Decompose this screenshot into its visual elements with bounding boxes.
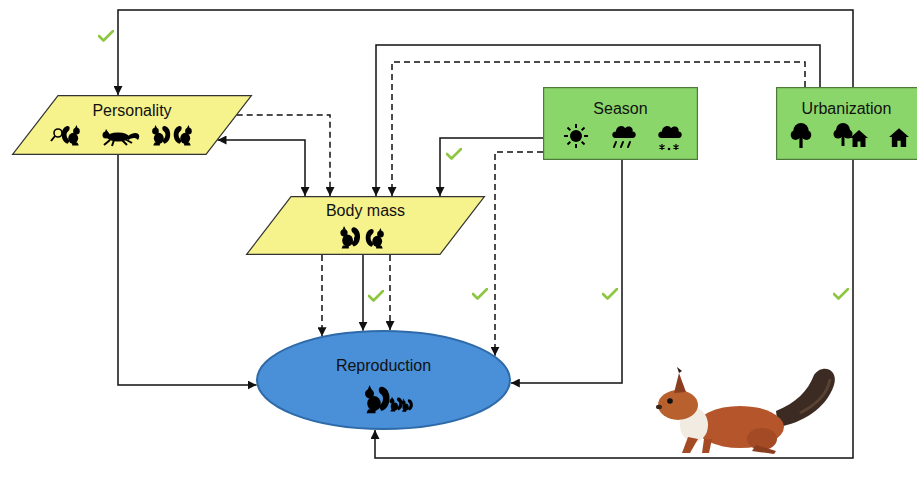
text-row: Urbanization	[776, 99, 917, 118]
effect-arrow	[376, 45, 820, 196]
interaction-arrow	[237, 115, 330, 196]
trait-box: Body mass	[246, 196, 485, 255]
node-shape	[544, 88, 698, 160]
text-row: Personality	[12, 101, 252, 120]
effect-arrow	[511, 160, 622, 383]
node-outline	[256, 330, 511, 430]
text-row: Season	[543, 99, 698, 118]
node-shape	[257, 331, 510, 429]
red-squirrel-illustration	[656, 367, 835, 454]
effect-arrow	[118, 155, 257, 385]
outcome-ellipse: Reproduction	[256, 330, 511, 430]
effect-arrow	[440, 138, 543, 196]
effect-arrow	[218, 140, 306, 196]
node-outline	[776, 87, 917, 160]
interaction-arrow	[392, 62, 805, 196]
text-row: Reproduction	[256, 356, 511, 375]
node-shape	[247, 197, 485, 255]
effect-arrow	[118, 10, 853, 95]
factor-box: Urbanization	[776, 87, 917, 160]
interaction-arrow	[389, 255, 391, 330]
interaction-arrow	[321, 255, 323, 336]
check-marks	[99, 31, 848, 301]
node-label: Personality	[92, 101, 171, 120]
node-label: Body mass	[326, 201, 405, 220]
node-shape	[777, 88, 917, 160]
node-shape	[13, 96, 252, 155]
node-outline	[543, 87, 698, 160]
effect-arrow	[362, 255, 364, 331]
interaction-arrow	[495, 152, 543, 356]
node-label: Urbanization	[802, 99, 892, 118]
node-label: Season	[593, 99, 647, 118]
factor-box: Season	[543, 87, 698, 160]
text-row: Body mass	[246, 201, 485, 220]
node-label: Reproduction	[336, 356, 431, 375]
trait-box: Personality	[12, 95, 252, 155]
